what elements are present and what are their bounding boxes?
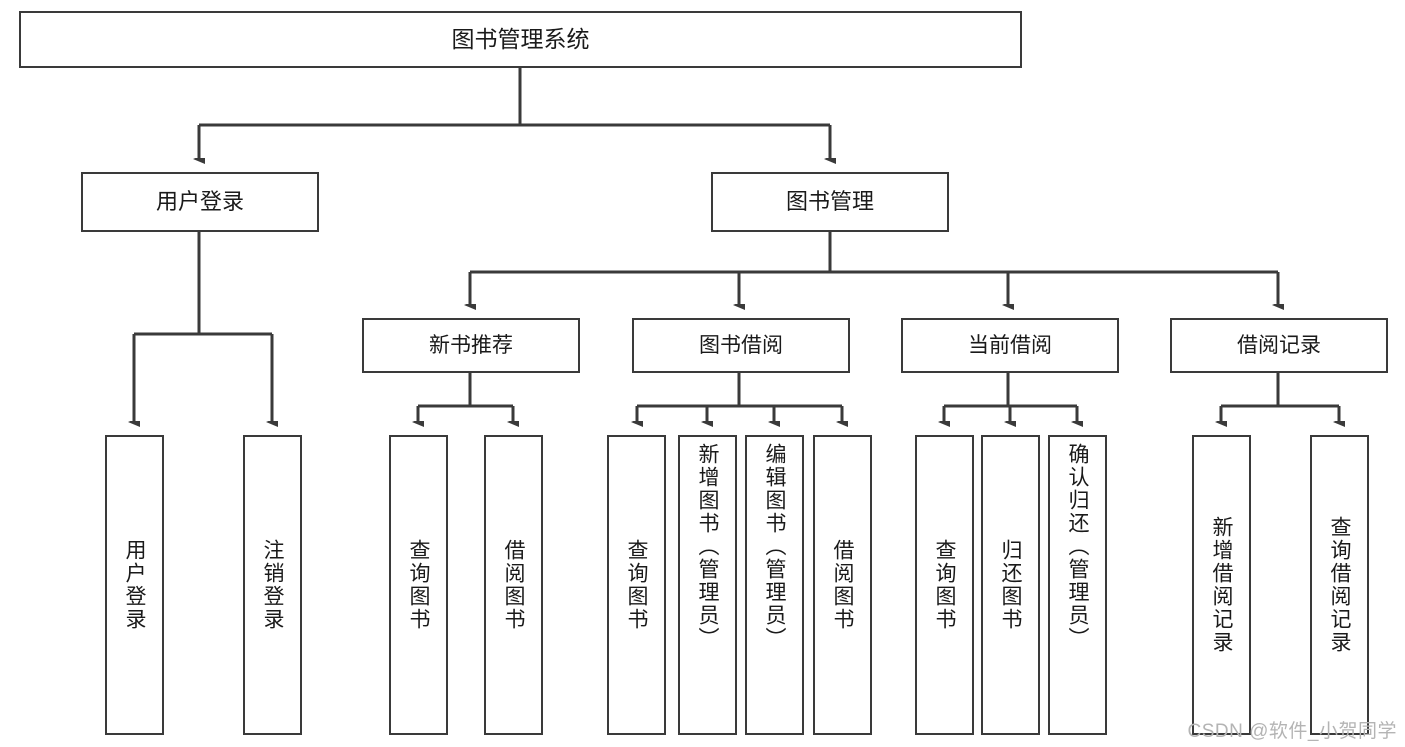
node-label: 新增借阅记录 [1210,516,1233,654]
node-level1-1[interactable]: 图书管理 [711,172,949,232]
node-label: 查询图书 [933,539,956,631]
node-leaf-2[interactable]: 查询图书 [389,435,448,735]
node-leaf-12[interactable]: 查询借阅记录 [1310,435,1369,735]
node-root[interactable]: 图书管理系统 [19,11,1022,68]
node-label: 图书借阅 [699,333,783,357]
node-level2-3[interactable]: 借阅记录 [1170,318,1388,373]
node-leaf-10[interactable]: 确认归还（管理员） [1048,435,1107,735]
node-leaf-5[interactable]: 新增图书（管理员） [678,435,737,735]
node-label: 用户登录 [155,188,244,214]
node-level1-0[interactable]: 用户登录 [81,172,319,232]
node-label: 借阅图书 [831,539,854,631]
node-leaf-8[interactable]: 查询图书 [915,435,974,735]
node-label: 查询图书 [625,539,648,631]
node-leaf-4[interactable]: 查询图书 [607,435,666,735]
node-leaf-0[interactable]: 用户登录 [105,435,164,735]
node-level2-0[interactable]: 新书推荐 [362,318,580,373]
node-label: 编辑图书（管理员） [763,443,786,650]
node-level2-1[interactable]: 图书借阅 [632,318,850,373]
node-label: 查询图书 [407,539,430,631]
node-leaf-1[interactable]: 注销登录 [243,435,302,735]
node-label: 图书管理 [785,188,874,214]
node-label: 借阅记录 [1237,333,1321,357]
node-label: 注销登录 [261,539,284,631]
node-leaf-11[interactable]: 新增借阅记录 [1192,435,1251,735]
node-label: 新书推荐 [429,333,513,357]
node-label: 归还图书 [999,539,1022,631]
node-label: 确认归还（管理员） [1066,443,1089,650]
node-label: 查询借阅记录 [1328,516,1351,654]
node-label: 当前借阅 [968,333,1052,357]
node-label: 图书管理系统 [451,25,590,52]
node-label: 借阅图书 [502,539,525,631]
node-label: 用户登录 [123,539,146,631]
node-label: 新增图书（管理员） [696,443,719,650]
node-leaf-7[interactable]: 借阅图书 [813,435,872,735]
node-level2-2[interactable]: 当前借阅 [901,318,1119,373]
node-leaf-3[interactable]: 借阅图书 [484,435,543,735]
node-leaf-9[interactable]: 归还图书 [981,435,1040,735]
node-leaf-6[interactable]: 编辑图书（管理员） [745,435,804,735]
